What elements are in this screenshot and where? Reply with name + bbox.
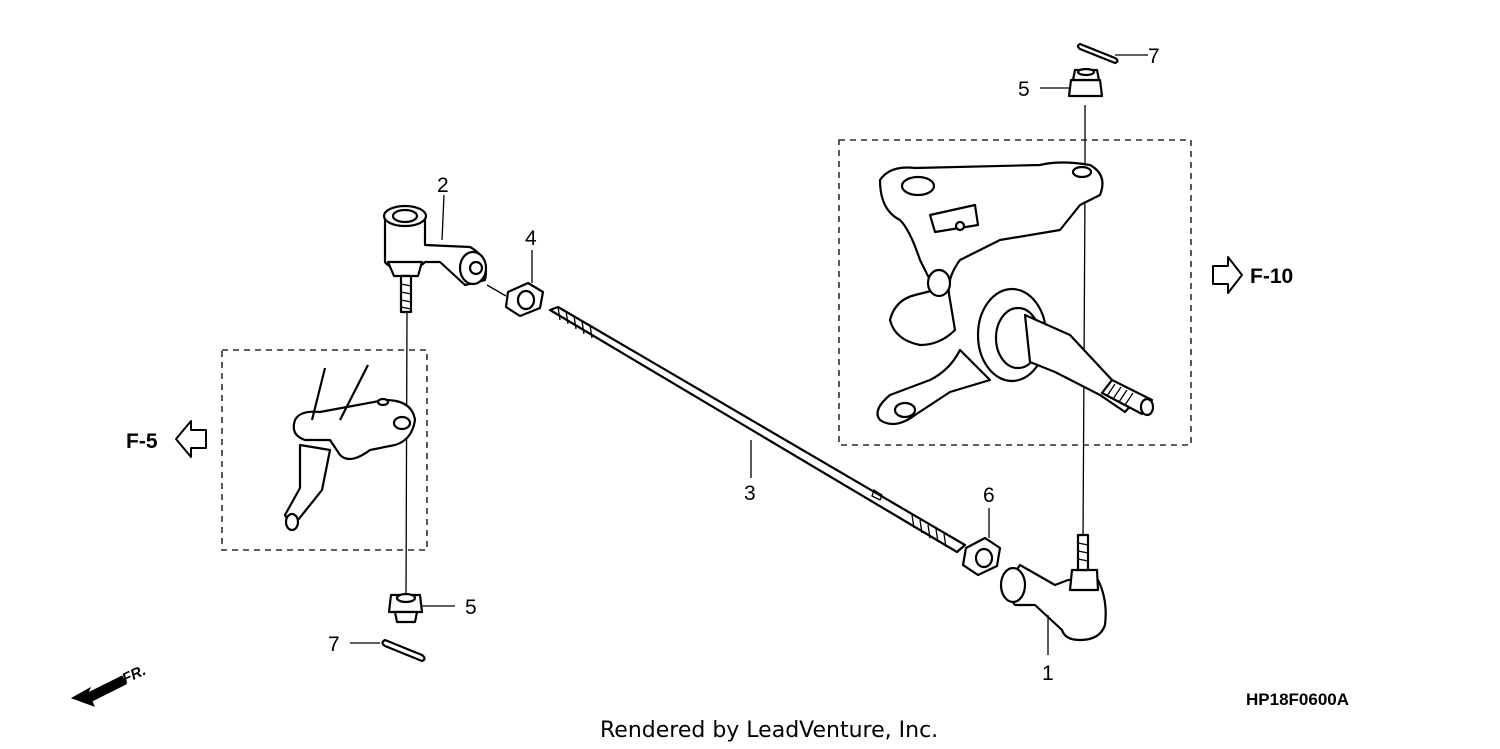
- callout-1: 1: [1042, 662, 1054, 685]
- hollow-arrow-left-icon: [175, 420, 207, 458]
- steering-arm: [283, 364, 417, 532]
- diagram-code: HP18F0600A: [1246, 690, 1349, 709]
- cotter-pin-top[interactable]: [1076, 42, 1148, 65]
- callout-3: 3: [744, 482, 756, 505]
- castle-nut-top[interactable]: [1040, 67, 1104, 98]
- reference-right[interactable]: F-10: [1212, 256, 1293, 294]
- callout-7-top: 7: [1148, 45, 1160, 68]
- assembly-line-left: [405, 309, 408, 601]
- tie-rod[interactable]: [548, 305, 967, 554]
- reference-left-label: F-5: [126, 430, 158, 453]
- castle-nut-bottom[interactable]: [387, 592, 455, 624]
- arm-reference-box: [221, 349, 428, 551]
- front-direction-arrow-icon: [70, 675, 127, 707]
- callout-7-bottom: 7: [328, 633, 340, 656]
- steering-knuckle: [876, 161, 1155, 426]
- lock-nut-left[interactable]: [504, 250, 545, 318]
- tie-rod-end-right[interactable]: [999, 533, 1107, 655]
- front-marker: FR.: [70, 662, 149, 707]
- lock-nut-right[interactable]: [961, 508, 1002, 577]
- tie-rod-end-left[interactable]: [382, 194, 488, 314]
- callout-5-top: 5: [1018, 78, 1030, 101]
- cotter-pin-bottom[interactable]: [350, 638, 426, 663]
- callout-2: 2: [437, 174, 449, 197]
- footer-credit: Rendered by LeadVenture, Inc.: [600, 718, 938, 743]
- callout-4: 4: [525, 227, 537, 250]
- callout-5-bottom: 5: [465, 596, 477, 619]
- reference-left[interactable]: F-5: [126, 420, 207, 458]
- assembly-line-upper-nut: [486, 284, 507, 297]
- hollow-arrow-right-icon: [1212, 256, 1243, 294]
- callout-6: 6: [983, 484, 995, 507]
- front-marker-label: FR.: [120, 662, 149, 688]
- knuckle-reference-box: [838, 139, 1192, 446]
- reference-right-label: F-10: [1250, 265, 1293, 288]
